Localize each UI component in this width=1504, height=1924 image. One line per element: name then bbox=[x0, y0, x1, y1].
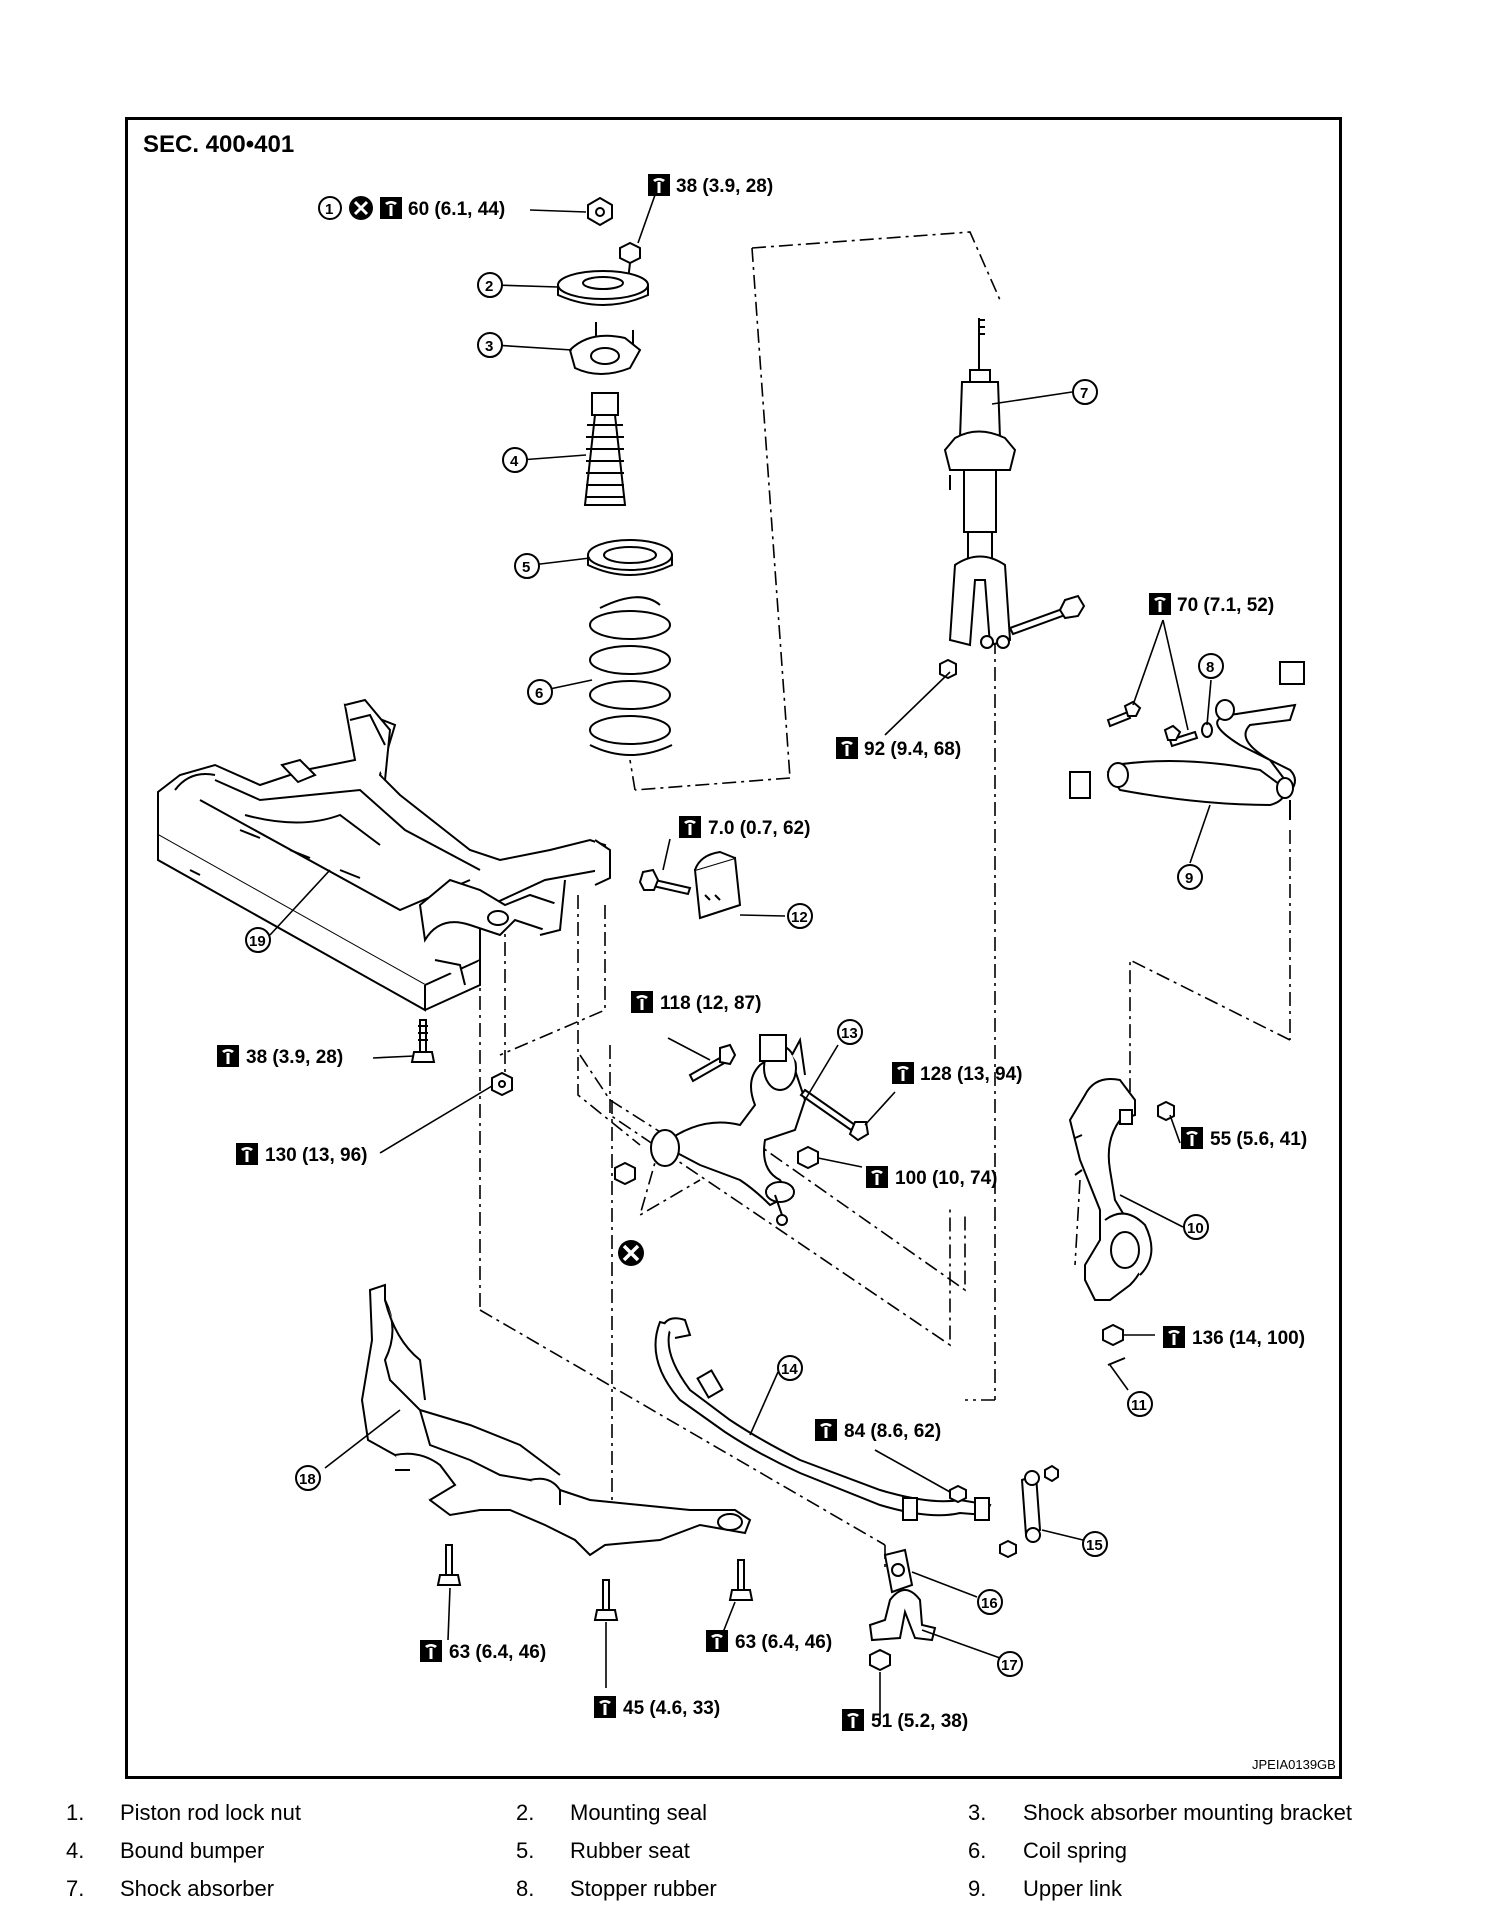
legend-text: Stopper rubber bbox=[570, 1876, 717, 1901]
torque-spec-130: 130 (13, 96) bbox=[236, 1143, 367, 1166]
legend-number: 4. bbox=[66, 1838, 85, 1863]
legend-number: 1. bbox=[66, 1800, 85, 1825]
callout-10: 10 bbox=[1187, 1220, 1204, 1237]
torque-spec-128: 128 (13, 94) bbox=[892, 1062, 1022, 1085]
torque-spec-92: 92 (9.4, 68) bbox=[836, 737, 961, 760]
svg-text:60 (6.1, 44): 60 (6.1, 44) bbox=[408, 199, 505, 220]
svg-text:63 (6.4, 46): 63 (6.4, 46) bbox=[449, 1642, 546, 1663]
legend-number: 5. bbox=[516, 1838, 535, 1863]
torque-spec-100: 100 (10, 74) bbox=[866, 1166, 997, 1189]
legend-row: 1. Piston rod lock nut 2. Mounting seal … bbox=[0, 1800, 1504, 1834]
callout-8: 8 bbox=[1206, 659, 1214, 676]
bracket bbox=[638, 850, 742, 920]
diagram-frame bbox=[125, 117, 1342, 1779]
steering-knuckle bbox=[1068, 1078, 1175, 1366]
callout-labels: 2 3 4 5 6 7 8 9 10 11 12 13 14 15 16 17 … bbox=[249, 278, 1214, 1674]
torque-spec-84: 84 (8.6, 62) bbox=[815, 1419, 941, 1442]
legend-number: 9. bbox=[968, 1876, 987, 1901]
svg-text:1: 1 bbox=[325, 201, 333, 218]
leader-lines bbox=[269, 194, 1212, 1720]
front-suspension-member bbox=[157, 698, 611, 1012]
section-title: SEC. 400•401 bbox=[143, 131, 294, 158]
legend-number: 2. bbox=[516, 1800, 535, 1825]
torque-spec-45: 45 (4.6, 33) bbox=[594, 1696, 720, 1719]
callout-4: 4 bbox=[510, 453, 519, 470]
svg-text:38 (3.9, 28): 38 (3.9, 28) bbox=[676, 176, 773, 197]
legend-number: 3. bbox=[968, 1800, 987, 1825]
transverse-link bbox=[614, 1034, 870, 1226]
svg-text:7.0 (0.7, 62): 7.0 (0.7, 62) bbox=[708, 818, 810, 839]
callout-2: 2 bbox=[485, 278, 493, 295]
torque-spec-136: 136 (14, 100) bbox=[1163, 1326, 1305, 1349]
lower-member-bolts bbox=[436, 1544, 754, 1621]
callout-3: 3 bbox=[485, 338, 493, 355]
stabilizer-bar bbox=[654, 1317, 1059, 1672]
svg-text:70 (7.1, 52): 70 (7.1, 52) bbox=[1177, 595, 1274, 616]
upper-link bbox=[1069, 661, 1305, 820]
callout-markers bbox=[245, 272, 1224, 1677]
legend-text: Shock absorber mounting bracket bbox=[1023, 1800, 1352, 1825]
callout-17: 17 bbox=[1001, 1657, 1018, 1674]
svg-text:92 (9.4, 68): 92 (9.4, 68) bbox=[864, 739, 961, 760]
callout-7: 7 bbox=[1080, 385, 1088, 402]
callout-19: 19 bbox=[249, 933, 266, 950]
torque-spec-63-right: 63 (6.4, 46) bbox=[706, 1630, 832, 1653]
svg-text:55 (5.6, 41): 55 (5.6, 41) bbox=[1210, 1129, 1307, 1150]
subframe-fasteners bbox=[410, 1019, 513, 1097]
torque-spec-51: 51 (5.2, 38) bbox=[842, 1709, 968, 1732]
legend-text: Coil spring bbox=[1023, 1838, 1127, 1863]
svg-text:84 (8.6, 62): 84 (8.6, 62) bbox=[844, 1421, 941, 1442]
legend-text: Piston rod lock nut bbox=[120, 1800, 301, 1825]
torque-spec-7: 7.0 (0.7, 62) bbox=[679, 816, 810, 839]
legend-text: Bound bumper bbox=[120, 1838, 265, 1863]
torque-spec-60: 1 60 (6.1, 44) bbox=[318, 196, 505, 220]
legend-text: Shock absorber bbox=[120, 1876, 275, 1901]
svg-text:118 (12, 87): 118 (12, 87) bbox=[660, 993, 761, 1014]
callout-5: 5 bbox=[522, 559, 530, 576]
callout-6: 6 bbox=[535, 685, 543, 702]
torque-spec-118: 118 (12, 87) bbox=[631, 991, 761, 1014]
callout-18: 18 bbox=[299, 1471, 316, 1488]
shock-absorber bbox=[943, 318, 1017, 649]
legend-text: Upper link bbox=[1023, 1876, 1123, 1901]
svg-text:128 (13, 94): 128 (13, 94) bbox=[920, 1064, 1022, 1085]
callout-13: 13 bbox=[841, 1025, 858, 1042]
callout-14: 14 bbox=[781, 1361, 798, 1378]
svg-text:130 (13, 96): 130 (13, 96) bbox=[265, 1145, 367, 1166]
legend-number: 7. bbox=[66, 1876, 85, 1901]
legend-row: 7. Shock absorber 8. Stopper rubber 9. U… bbox=[0, 1876, 1504, 1910]
do-not-reuse-icon bbox=[618, 1240, 644, 1266]
torque-spec-38-lower: 38 (3.9, 28) bbox=[217, 1045, 343, 1068]
legend-number: 8. bbox=[516, 1876, 535, 1901]
svg-text:100 (10, 74): 100 (10, 74) bbox=[895, 1168, 997, 1189]
legend-text: Rubber seat bbox=[570, 1838, 690, 1863]
callout-9: 9 bbox=[1185, 870, 1193, 887]
torque-spec-38-upper: 38 (3.9, 28) bbox=[648, 174, 773, 197]
legend-text: Mounting seal bbox=[570, 1800, 707, 1825]
torque-spec-55: 55 (5.6, 41) bbox=[1181, 1127, 1307, 1150]
svg-text:136 (14, 100): 136 (14, 100) bbox=[1192, 1328, 1305, 1349]
legend-row: 4. Bound bumper 5. Rubber seat 6. Coil s… bbox=[0, 1838, 1504, 1872]
svg-text:45 (4.6, 33): 45 (4.6, 33) bbox=[623, 1698, 720, 1719]
legend-number: 6. bbox=[968, 1838, 987, 1863]
lower-member bbox=[360, 1283, 752, 1557]
image-code: JPEIA0139GB bbox=[1252, 1757, 1336, 1772]
callout-15: 15 bbox=[1086, 1537, 1103, 1554]
svg-text:38 (3.9, 28): 38 (3.9, 28) bbox=[246, 1047, 343, 1068]
svg-text:63 (6.4, 46): 63 (6.4, 46) bbox=[735, 1632, 832, 1653]
strut-upper-parts bbox=[557, 196, 673, 756]
svg-text:51 (5.2, 38): 51 (5.2, 38) bbox=[871, 1711, 968, 1732]
callout-16: 16 bbox=[981, 1595, 998, 1612]
torque-spec-70: 70 (7.1, 52) bbox=[1149, 593, 1274, 616]
callout-12: 12 bbox=[791, 909, 808, 926]
torque-spec-63-left: 63 (6.4, 46) bbox=[420, 1640, 546, 1663]
shock-bolt bbox=[939, 594, 1086, 680]
callout-11: 11 bbox=[1131, 1397, 1147, 1414]
